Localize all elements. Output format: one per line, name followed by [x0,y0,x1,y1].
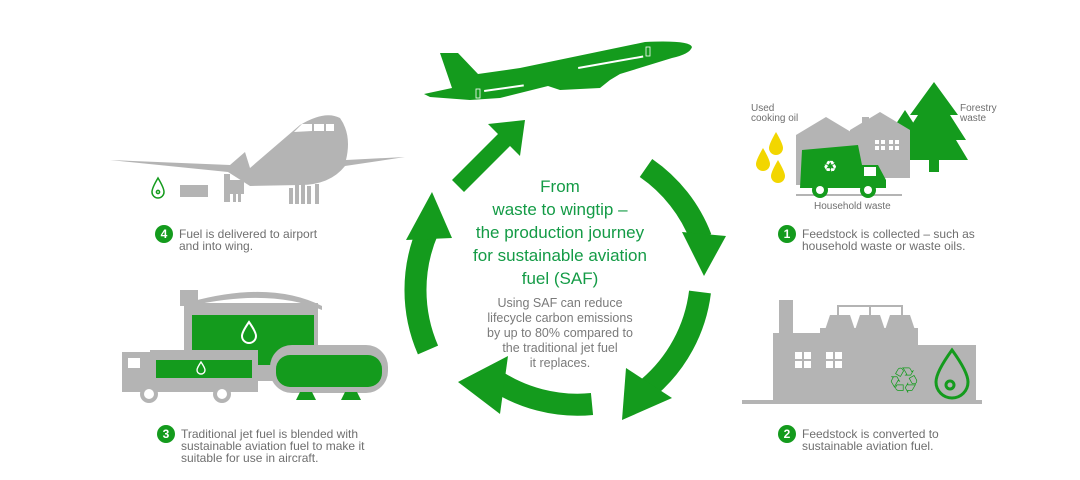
step-1: 1 Feedstock is collected – such as house… [778,225,975,253]
step-3-text: Traditional jet fuel is blended with sus… [181,427,365,465]
arrowhead-1 [682,232,726,276]
diagram-summary: Using SAF can reduce lifecycle carbon em… [487,296,633,370]
arrowhead-2 [622,368,672,420]
step-3-badge: 3 [157,425,175,443]
fuel-drop-icon [240,320,258,344]
fuel-drop-icon [151,176,165,199]
fuel-drop-icon [934,347,970,400]
cycle-arrow-top-right [639,158,712,243]
step-2-text: Feedstock is converted to sustainable av… [802,427,939,453]
step-4: 4 Fuel is delivered to airport and into … [155,225,318,253]
arrow-to-plane [452,120,525,192]
step-1-badge: 1 [778,225,796,243]
step-3: 3 Traditional jet fuel is blended with s… [157,425,365,465]
step-1-text: Feedstock is collected – such as househo… [802,227,975,253]
arrowhead-3 [458,356,508,414]
arrowhead-4 [406,192,452,240]
cycle-arrow-bottom-right [640,290,711,397]
step-4-text: Fuel is delivered to airport and into wi… [179,227,318,253]
label-used-cooking-oil: Used cooking oil [751,103,799,124]
step-2: 2 Feedstock is converted to sustainable … [778,425,939,453]
cooking-oil-drops-icon [756,132,785,183]
recycle-icon: ♲ [888,361,920,402]
step-2-badge: 2 [778,425,796,443]
recycle-icon: ♻ [823,157,837,176]
diagram-title: From waste to wingtip – the production j… [473,177,647,288]
label-forestry-waste: Forestry waste [960,103,997,124]
cycle-arrow-top-left [404,225,439,355]
label-household-waste: Household waste [814,201,891,212]
step-4-badge: 4 [155,225,173,243]
